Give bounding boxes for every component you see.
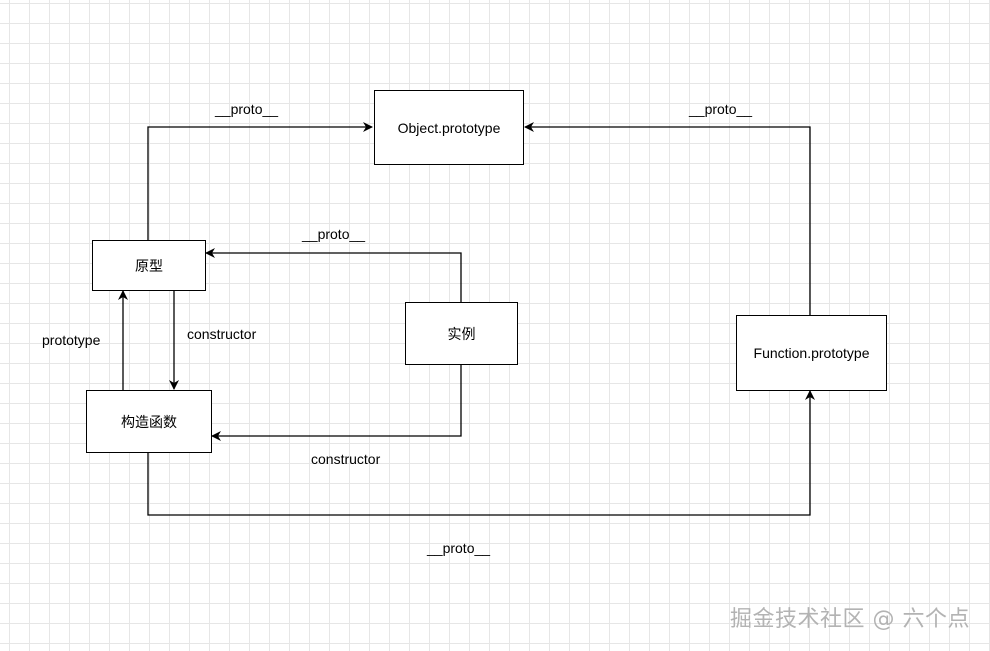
node-prototype[interactable]: 原型 — [92, 240, 206, 291]
node-object-prototype-label: Object.prototype — [397, 119, 501, 136]
watermark: 掘金技术社区 @ 六个点 — [730, 607, 970, 632]
edge-label-proto-bottom: __proto__ — [427, 540, 491, 556]
node-prototype-label: 原型 — [135, 257, 163, 274]
edge-label-constructor-instance: constructor — [311, 451, 381, 467]
edge-function-prototype-to-object-prototype — [524, 122, 811, 315]
node-constructor-fn[interactable]: 构造函数 — [86, 390, 212, 453]
node-constructor-fn-label: 构造函数 — [121, 413, 177, 430]
edge-instance-to-prototype — [205, 248, 462, 302]
edge-label-proto-top-right: __proto__ — [689, 101, 753, 117]
edge-label-proto-instance: __proto__ — [302, 226, 366, 242]
node-function-prototype-label: Function.prototype — [753, 345, 870, 361]
node-instance[interactable]: 实例 — [405, 302, 518, 365]
node-instance-label: 实例 — [447, 325, 476, 342]
edge-label-proto-top-left: __proto__ — [215, 101, 279, 117]
node-function-prototype[interactable]: Function.prototype — [736, 315, 887, 391]
node-object-prototype[interactable]: Object.prototype — [374, 90, 524, 165]
edge-instance-to-constructor-fn — [211, 365, 462, 441]
edge-prototype-to-object-prototype — [147, 122, 373, 240]
edge-label-prototype: prototype — [42, 332, 101, 348]
edge-constructor-fn-to-function-prototype — [147, 390, 815, 516]
edge-label-constructor: constructor — [187, 326, 257, 342]
